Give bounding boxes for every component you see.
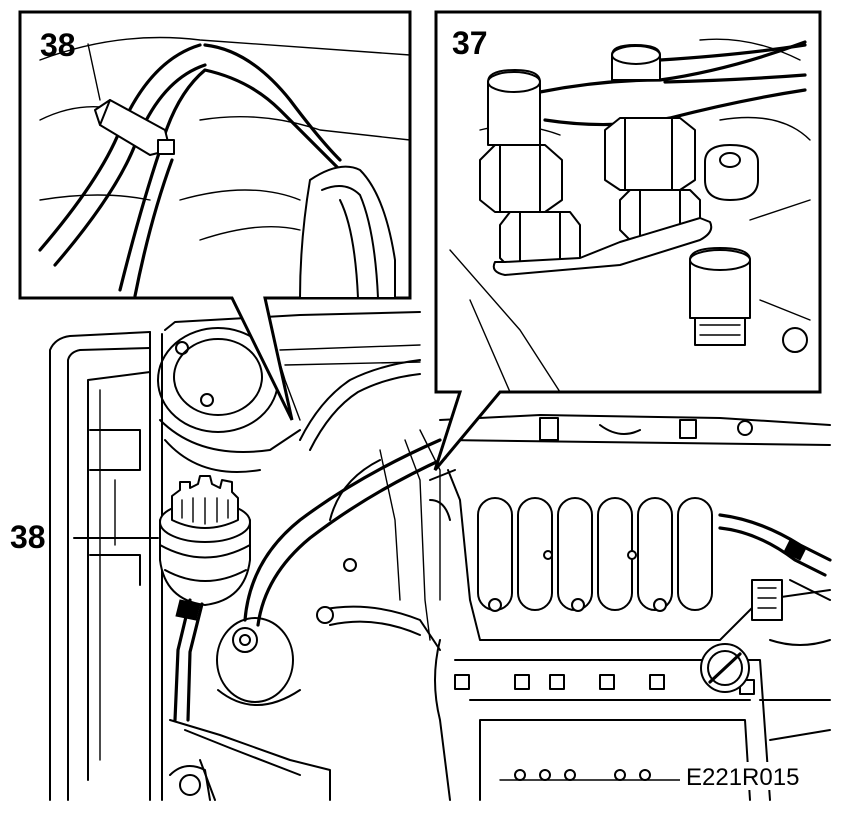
fitting-left (479, 69, 581, 269)
main-callout-label: 38 (10, 519, 46, 555)
engine-bay-main-view (49, 311, 832, 801)
fitting-nut (704, 144, 759, 201)
inset-hose-clamp-detail: 38 (18, 10, 412, 421)
power-steering-hoses (243, 359, 447, 651)
strut-tower (157, 327, 301, 473)
inset-pipe-fitting-detail: 37 (433, 10, 822, 471)
power-steering-reservoir (159, 475, 251, 722)
intake-runners (477, 497, 713, 611)
inset-right-callout-label: 37 (452, 25, 488, 61)
fitting-cap (689, 247, 751, 346)
right-side-components (718, 513, 832, 741)
figure-reference-label: E221R015 (686, 764, 799, 791)
oil-filler-cap (700, 643, 750, 693)
rocker-cover (434, 639, 771, 801)
main-callout: 38 (10, 519, 159, 555)
steering-pump (169, 617, 331, 801)
inset-left-callout-label: 38 (40, 27, 76, 63)
